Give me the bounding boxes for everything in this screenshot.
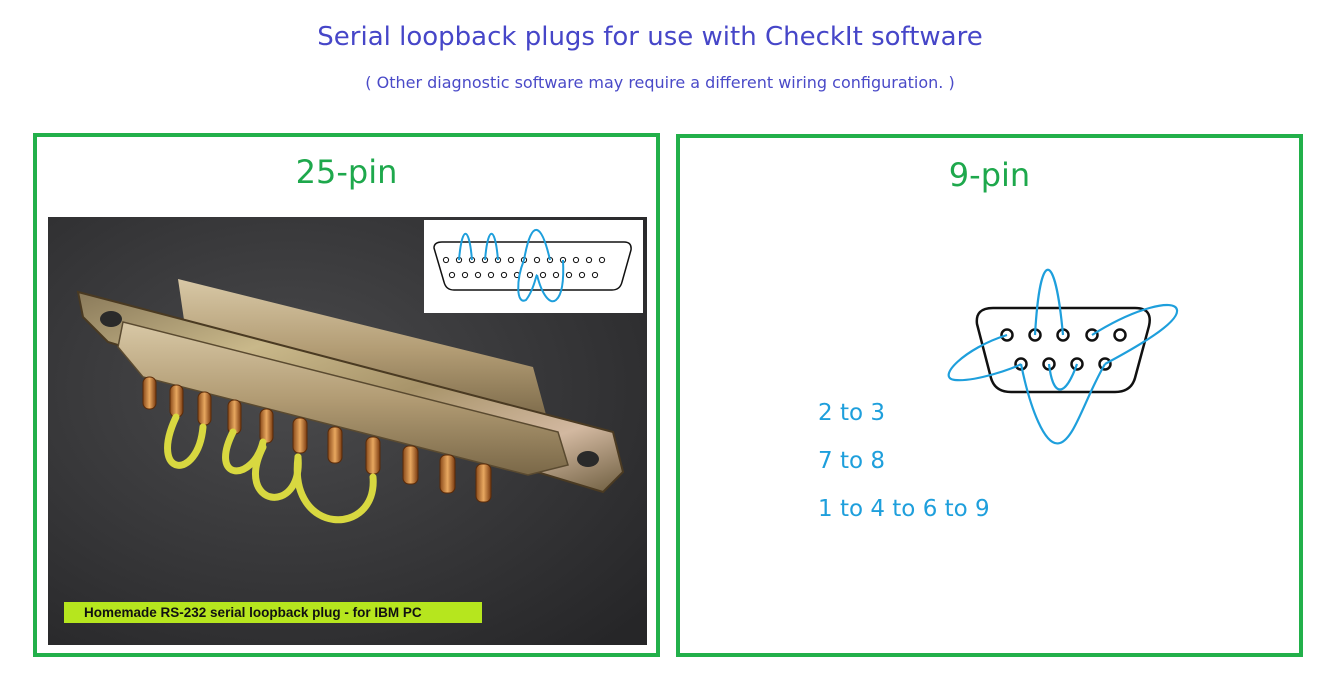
page-title: Serial loopback plugs for use with Check…	[317, 22, 983, 52]
panel-25-pin: 25-pin	[33, 133, 660, 657]
panel-9-pin: 9-pin 2 to 3 7 to 8 1 to 4 to 6 to 9	[676, 134, 1303, 657]
mapping-7-to-8: 7 to 8	[818, 448, 885, 474]
panel-title-9-pin: 9-pin	[948, 156, 1031, 194]
db25-wiring-diagram	[433, 229, 632, 303]
photo-caption: Homemade RS-232 serial loopback plug - f…	[64, 602, 482, 623]
mapping-1-4-6-9: 1 to 4 to 6 to 9	[818, 496, 990, 522]
db9-wiring-diagram	[947, 268, 1179, 445]
db25-pinout-inset	[424, 220, 643, 313]
panel-title-25-pin: 25-pin	[295, 153, 398, 191]
page-subtitle: ( Other diagnostic software may require …	[365, 73, 955, 92]
mapping-2-to-3: 2 to 3	[818, 400, 885, 426]
loopback-plug-photo: Homemade RS-232 serial loopback plug - f…	[48, 217, 647, 645]
